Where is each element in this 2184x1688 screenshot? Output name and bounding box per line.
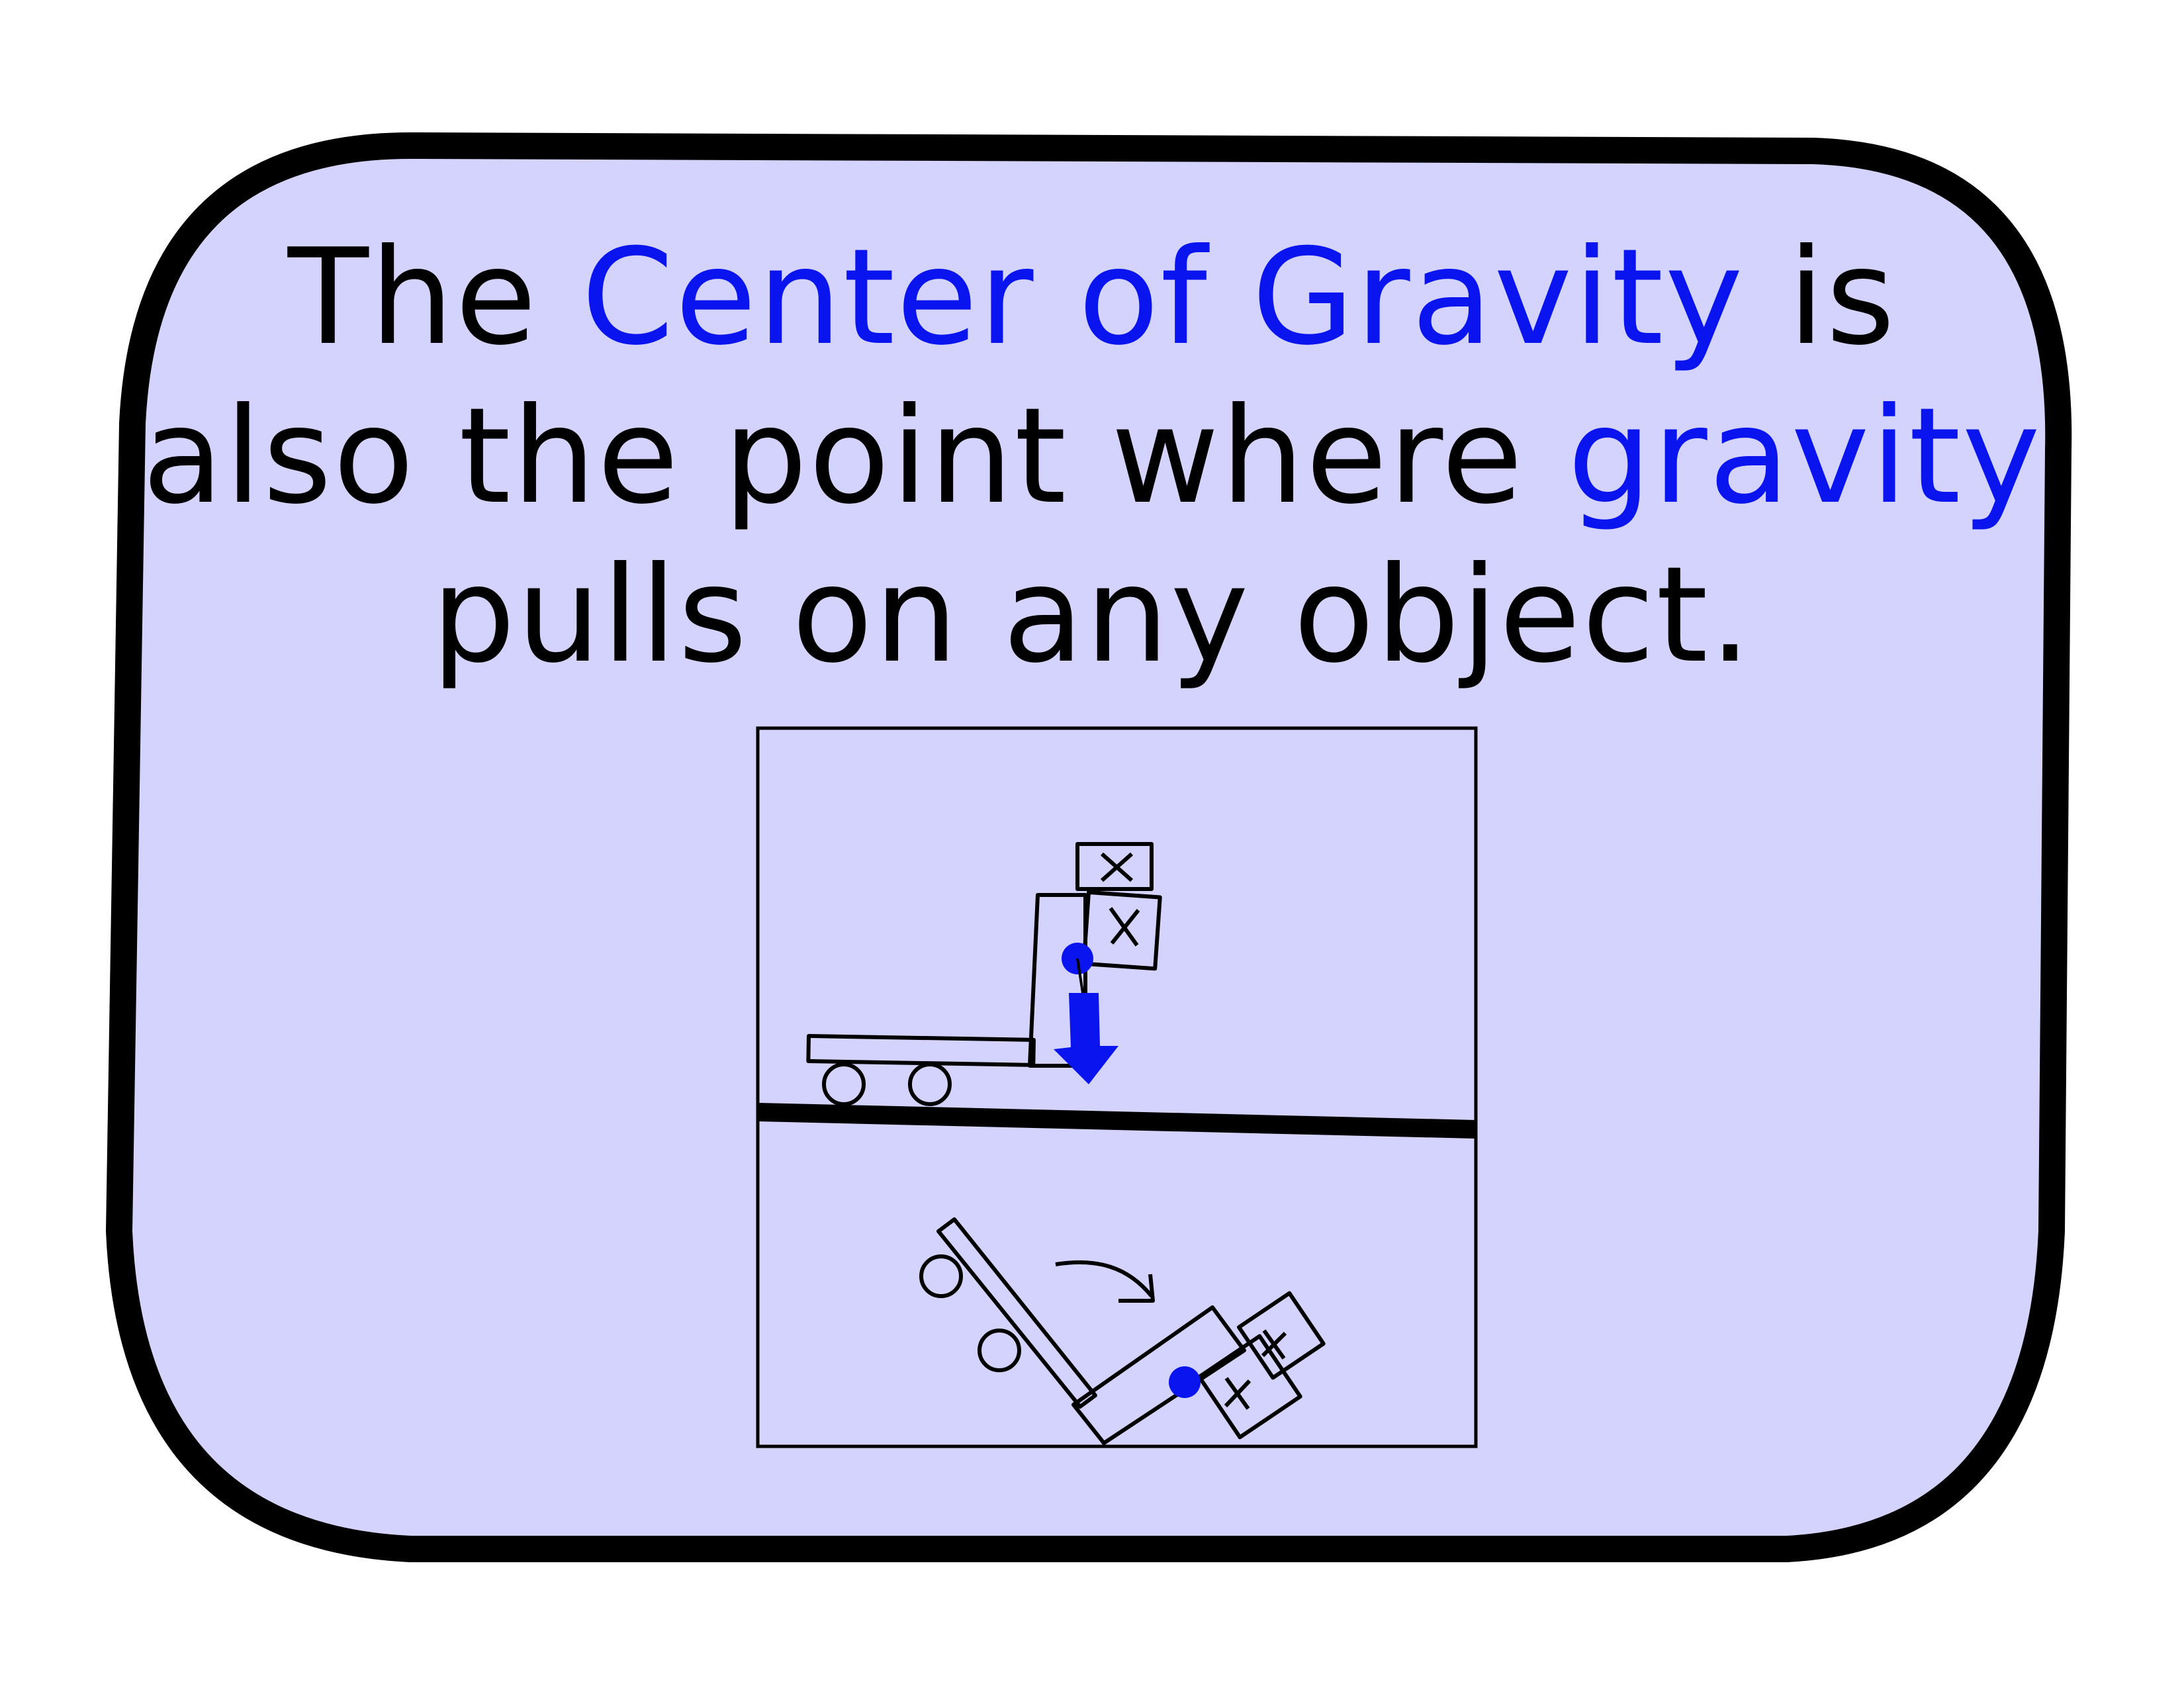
tipped-mast: [1071, 1305, 1246, 1445]
box-top: [1075, 842, 1154, 891]
forklift-upright: [806, 842, 1162, 1106]
wheel-icon: [978, 1329, 1021, 1372]
headline-line-3: pulls on any object.: [132, 536, 2052, 695]
headline-line-2: also the point where gravity: [132, 377, 2052, 536]
wheel-icon: [908, 1062, 952, 1106]
center-of-gravity-dot-tipped: [1169, 1366, 1201, 1398]
headline-text: also the point where: [142, 379, 1568, 534]
tipping-arrow-icon: [1055, 1260, 1155, 1303]
headline-text: The: [287, 220, 582, 375]
x-mark-icon: [1101, 852, 1133, 882]
tipped-box-1: [1197, 1334, 1302, 1440]
headline-text: is: [1744, 220, 1897, 375]
headline-line-1: The Center of Gravity is: [132, 218, 2052, 377]
x-mark-icon: [1261, 1329, 1287, 1360]
x-mark-icon: [1109, 907, 1140, 947]
headline-text: pulls on any object.: [431, 538, 1753, 692]
wheel-icon: [822, 1062, 866, 1106]
wheel-icon: [919, 1254, 963, 1298]
highlight-term-center-of-gravity: Center of Gravity: [581, 220, 1745, 375]
card-shape: [106, 132, 2072, 1562]
ground-divider: [757, 1103, 1477, 1139]
headline: The Center of Gravity is also the point …: [132, 218, 2052, 695]
x-mark-icon: [1224, 1377, 1251, 1410]
tipped-fork: [936, 1217, 1097, 1409]
box-middle: [1081, 890, 1162, 971]
forklift-fork: [806, 1034, 1036, 1067]
gravity-arrow-icon: [1054, 993, 1118, 1084]
diagram-frame: [756, 726, 1478, 1448]
forklift-tipped: [919, 1217, 1326, 1445]
gravity-line: [1076, 958, 1084, 994]
tipped-box-2: [1237, 1291, 1326, 1380]
highlight-term-gravity: gravity: [1567, 379, 2042, 534]
